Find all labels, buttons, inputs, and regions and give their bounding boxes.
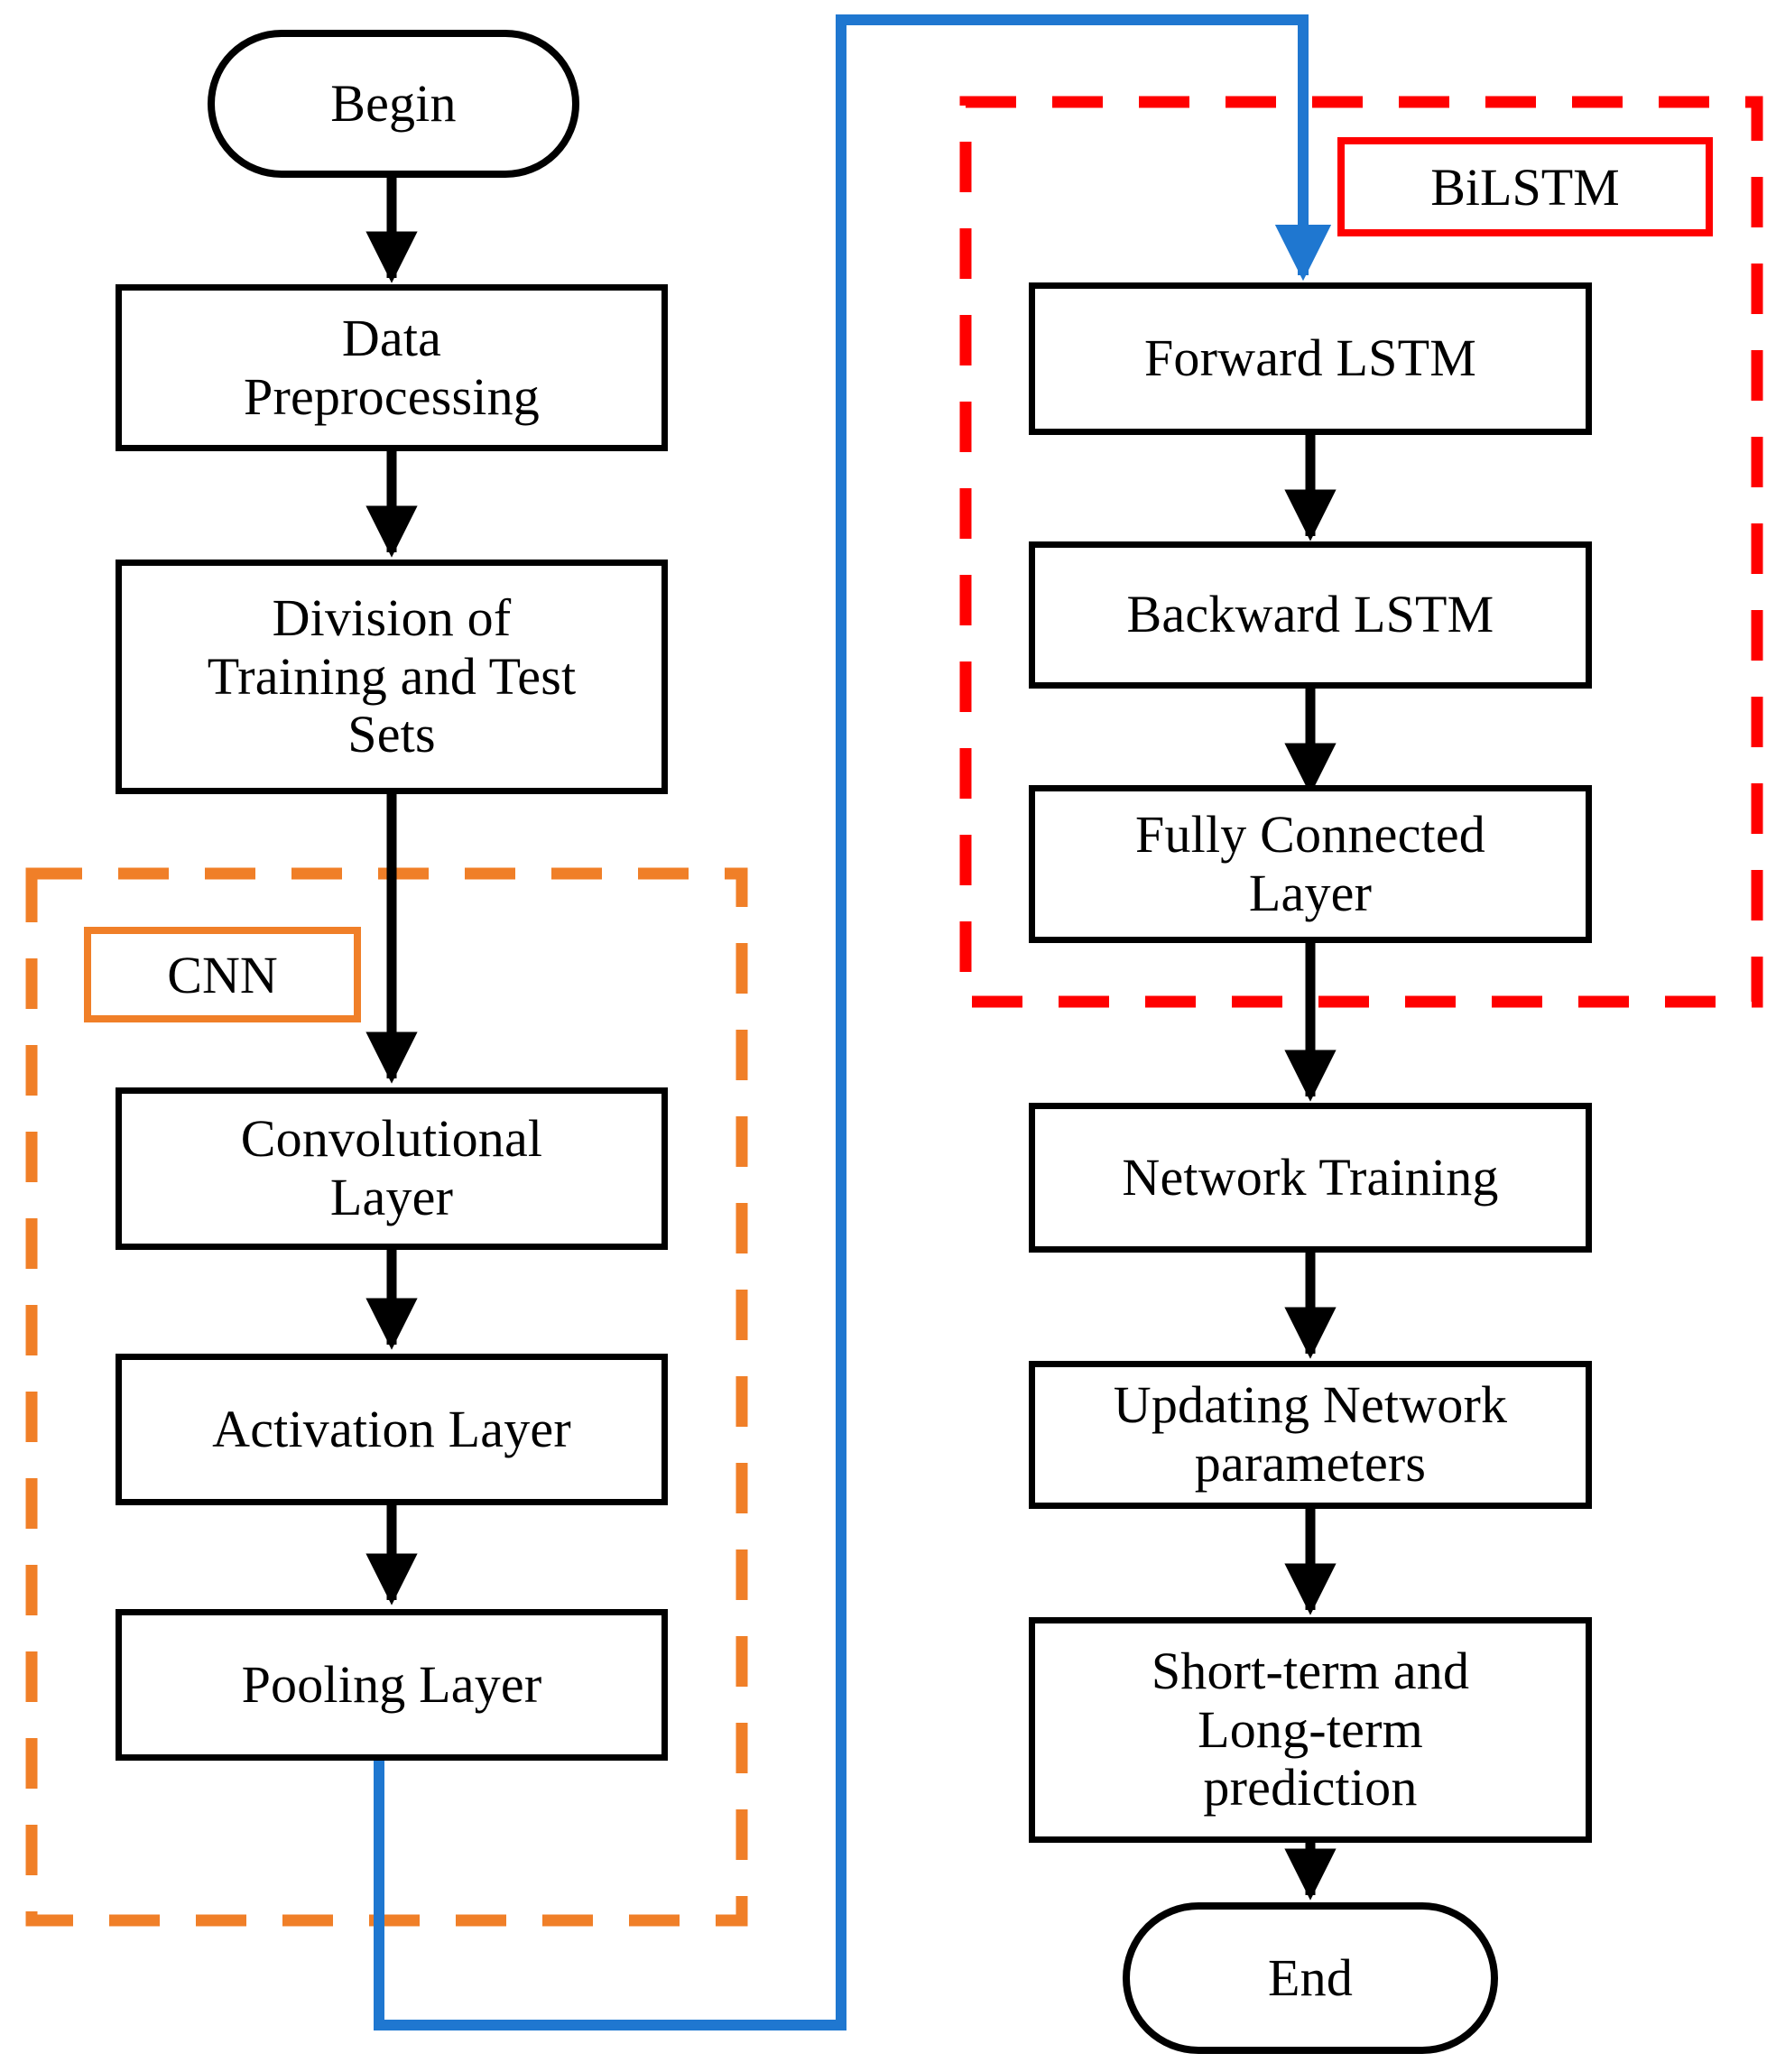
node-end-label: End xyxy=(1267,1947,1354,2007)
cnn-group-label-text: CNN xyxy=(167,945,278,1004)
node-network-training[interactable]: Network Training xyxy=(1029,1103,1592,1253)
node-forward-lstm[interactable]: Forward LSTM xyxy=(1029,282,1592,435)
node-begin[interactable]: Begin xyxy=(208,30,579,178)
node-activation-layer[interactable]: Activation Layer xyxy=(116,1354,668,1505)
node-backward-lstm-label: Backward LSTM xyxy=(1126,585,1494,644)
node-begin-label: Begin xyxy=(330,73,457,133)
bilstm-group-label-text: BiLSTM xyxy=(1430,157,1620,217)
node-forward-lstm-label: Forward LSTM xyxy=(1143,328,1477,388)
node-end[interactable]: End xyxy=(1123,1902,1498,2054)
node-activation-layer-label: Activation Layer xyxy=(212,1399,571,1458)
node-network-training-label: Network Training xyxy=(1122,1147,1499,1207)
node-backward-lstm[interactable]: Backward LSTM xyxy=(1029,541,1592,689)
node-pooling-layer[interactable]: Pooling Layer xyxy=(116,1609,668,1761)
cnn-group-label: CNN xyxy=(84,927,361,1022)
bilstm-group-label: BiLSTM xyxy=(1337,137,1713,236)
node-pooling-layer-label: Pooling Layer xyxy=(241,1654,542,1714)
